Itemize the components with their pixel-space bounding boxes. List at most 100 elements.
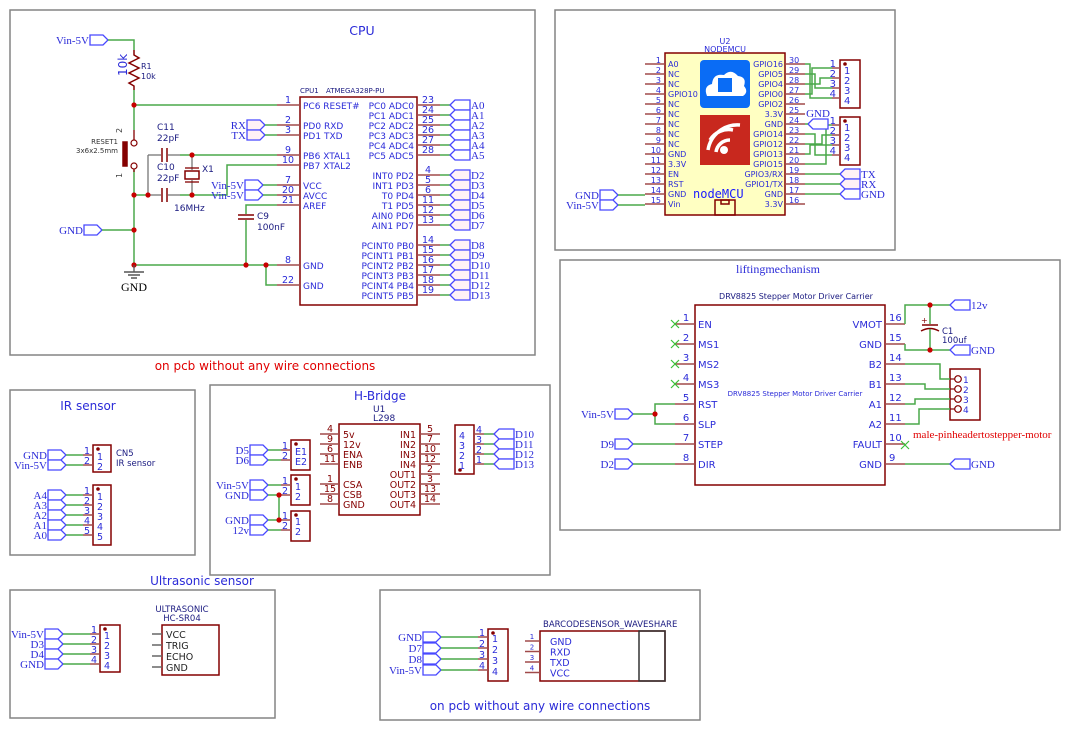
net-label: D13 (515, 459, 534, 471)
ground-label: GND (121, 280, 147, 294)
net-label: D13 (471, 290, 490, 302)
pin-name: 12v (343, 440, 361, 451)
pin-name: 1 (104, 631, 110, 642)
pin-number: 26 (789, 96, 799, 105)
pin-number: 15 (422, 245, 434, 256)
net-flag-icon (47, 529, 67, 541)
connector-body (290, 439, 311, 471)
net-label: D6 (471, 210, 485, 222)
c1-ref: C1 (942, 327, 953, 337)
l298-body (338, 423, 421, 516)
cn5-ref: CN5 (116, 449, 134, 459)
pin-name: T1 PD5 (381, 202, 414, 212)
pin-name: 3.3V (765, 200, 784, 209)
pin-name: SLP (698, 420, 716, 431)
net-flag-icon (244, 179, 264, 191)
pin-name: 2 (97, 502, 103, 513)
ultrasonic-value: HC-SR04 (163, 614, 201, 624)
l298-value: L298 (373, 414, 395, 424)
pin-number: 13 (422, 215, 434, 226)
pin-number: 23 (789, 126, 799, 135)
pin-number: 5 (656, 96, 661, 105)
net-label: D10 (471, 260, 490, 272)
pin-name: 1 (295, 517, 301, 528)
pin-name: IN4 (400, 460, 416, 471)
c10-ref: C10 (157, 163, 175, 173)
pin-name: 2 (844, 133, 850, 144)
pin-number: 13 (889, 373, 902, 384)
pin-name: ENB (343, 460, 363, 471)
pin-name: 1 (844, 66, 850, 77)
net-label: A2 (471, 120, 484, 132)
net-flag-icon (949, 458, 971, 470)
pin-name: PC3 ADC3 (369, 132, 414, 142)
net-flag-icon (449, 139, 471, 151)
net-flag-icon (949, 344, 971, 356)
net-flag-icon (449, 149, 471, 161)
lifting-sheet-frame (559, 259, 1061, 531)
reset-button-icon (122, 141, 128, 167)
pin-number: 26 (422, 125, 434, 136)
net-label: D10 (515, 429, 534, 441)
pin-name: TXD (549, 658, 570, 669)
pin-number: 11 (324, 454, 336, 465)
pin-number: 1 (963, 376, 969, 386)
pin-number: 12 (422, 205, 434, 216)
net-vin-5v: Vin-5V (56, 35, 89, 47)
pin-socket-icon (954, 405, 962, 413)
pin-name: 4 (844, 96, 850, 107)
connector-body (92, 444, 112, 473)
net-flag-icon (249, 524, 269, 536)
net-flag-icon (449, 169, 471, 181)
net-tx: TX (231, 130, 246, 142)
pin-number: 13 (651, 176, 661, 185)
net-flag-icon (44, 628, 64, 640)
net-vin-5v: Vin-5V (211, 180, 244, 192)
net-label: A4 (34, 490, 48, 502)
net-label: Vin-5V (11, 629, 44, 641)
pin-number: 18 (789, 176, 799, 185)
pin-number: 4 (91, 655, 97, 666)
pin-name: IN1 (400, 430, 416, 441)
pin-number: 2 (963, 386, 969, 396)
pin-number: 27 (422, 135, 434, 146)
pin-number: 3 (656, 76, 661, 85)
sheet-title: IR sensor (60, 399, 116, 413)
pin-name: NC (668, 80, 680, 89)
net-label: D3 (31, 639, 45, 651)
pin-name: VCC (166, 630, 186, 641)
pin-number: 1 (479, 628, 485, 639)
net-flag-icon (449, 119, 471, 131)
wire (805, 124, 832, 165)
pin-name: PCINT4 PB4 (361, 282, 414, 292)
pin-number: 24 (422, 105, 434, 116)
pin1-marker (294, 442, 298, 446)
net-flag-icon (839, 168, 861, 180)
pin-name: GPIO3/RX (744, 170, 783, 179)
net-flag-icon (449, 209, 471, 221)
pin-name: AREF (303, 202, 326, 212)
net-flag-icon (44, 638, 64, 650)
pin-name: PB6 XTAL1 (303, 152, 351, 162)
pin-number: 17 (422, 265, 434, 276)
pin-name: PC1 ADC1 (369, 112, 414, 122)
pin-name: TRIG (165, 641, 189, 652)
usb-connector-icon (720, 199, 730, 205)
net-flag-icon (246, 119, 266, 131)
wire (805, 63, 832, 99)
net-label: GND (225, 490, 249, 502)
net-flag-icon (614, 438, 634, 450)
connector-body (290, 510, 311, 542)
net-label: D9 (471, 250, 485, 262)
net-label: Vin-5V (389, 665, 422, 677)
wire (805, 77, 832, 85)
pin-name: EN (698, 320, 712, 331)
net-flag-icon (44, 658, 64, 670)
cpu-sheet-frame (9, 9, 536, 356)
net-label: D4 (31, 649, 45, 661)
net-12v: 12v (971, 300, 988, 312)
barcode-value: BARCODESENSOR_WAVESHARE (543, 620, 677, 630)
pin-name: PC5 ADC5 (369, 152, 414, 162)
net-flag-icon (249, 479, 269, 491)
pin-number: 1 (476, 455, 482, 466)
